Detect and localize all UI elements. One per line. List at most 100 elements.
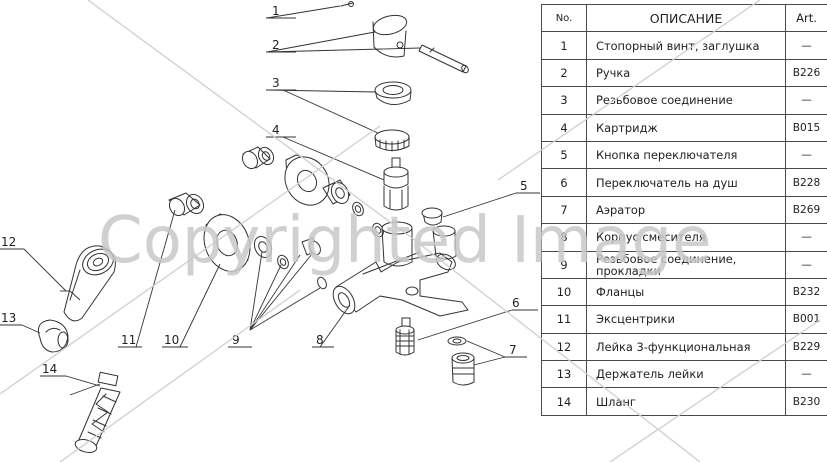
- cell-no: 2: [541, 58, 587, 88]
- cell-art: —: [785, 86, 827, 115]
- part-2-handle: [372, 14, 469, 74]
- svg-text:10: 10: [164, 333, 179, 347]
- cell-no: 8: [541, 223, 587, 252]
- cell-description: Ручка: [586, 58, 786, 88]
- part-5-switch-button: [421, 207, 443, 226]
- cell-no: 12: [541, 332, 587, 362]
- callout-10: 10: [162, 333, 188, 348]
- part-7-aerator: [447, 336, 475, 386]
- cell-description: Стопорный винт, заглушка: [586, 31, 786, 60]
- cell-art: B001: [785, 305, 827, 334]
- part-3-threaded-ring: [374, 81, 412, 105]
- header-art: Art.: [785, 3, 827, 33]
- cell-no: 6: [541, 168, 587, 197]
- svg-text:4: 4: [272, 123, 280, 137]
- cell-description: Кнопка переключателя: [586, 140, 786, 170]
- cell-art: B229: [785, 332, 827, 362]
- callout-13: 13: [0, 311, 41, 334]
- cell-art: B228: [785, 168, 827, 197]
- part-10-flanges: [203, 154, 330, 273]
- parts-table-header: No. ОПИСАНИЕ Art.: [541, 3, 827, 33]
- callout-2: 2: [266, 38, 296, 53]
- cell-art: —: [785, 250, 827, 279]
- cell-art: B269: [785, 195, 827, 225]
- callout-5: 5: [516, 179, 540, 194]
- cell-art: —: [785, 360, 827, 389]
- svg-text:2: 2: [272, 38, 280, 52]
- cell-no: 1: [541, 31, 587, 60]
- cell-art: B015: [785, 113, 827, 142]
- cell-no: 7: [541, 195, 587, 225]
- cell-art: B230: [785, 387, 827, 416]
- cell-no: 14: [541, 387, 587, 416]
- exploded-view-drawing: 1 2 3 4 5 6 7: [0, 1, 540, 453]
- cell-description: Фланцы: [586, 277, 786, 307]
- callout-labels: 1 2 3 4 5 6 7: [0, 4, 540, 387]
- svg-text:7: 7: [509, 343, 517, 357]
- part-1-set-screw: [340, 1, 354, 7]
- callout-6: 6: [512, 296, 538, 311]
- cell-description: Лейка 3-функциональная: [586, 332, 786, 362]
- svg-text:14: 14: [42, 362, 57, 376]
- cell-description: Картридж: [586, 113, 786, 142]
- cell-no: 13: [541, 360, 587, 389]
- svg-text:1: 1: [272, 4, 280, 18]
- header-no: No.: [541, 3, 587, 33]
- cell-description: Держатель лейки: [586, 360, 786, 389]
- cell-description: Шланг: [586, 387, 786, 416]
- callout-3: 3: [266, 76, 296, 91]
- callout-14: 14: [40, 362, 101, 387]
- cell-description: Переключатель на душ: [586, 168, 786, 197]
- part-6-shower-diverter: [395, 317, 415, 356]
- svg-text:13: 13: [1, 311, 16, 325]
- part-13-shower-holder: [37, 319, 69, 353]
- svg-text:3: 3: [272, 76, 280, 90]
- part-11-eccentrics: [168, 146, 275, 217]
- callout-4: 4: [266, 123, 296, 138]
- part-8-mixer-body: [332, 221, 469, 317]
- cell-description: Резьбовое соединение, прокладки: [586, 250, 786, 279]
- svg-text:9: 9: [232, 333, 240, 347]
- callout-8: 8: [312, 333, 334, 348]
- svg-text:11: 11: [121, 333, 136, 347]
- cell-no: 5: [541, 140, 587, 170]
- header-description: ОПИСАНИЕ: [586, 3, 786, 33]
- part-12-shower-head: [63, 245, 116, 322]
- cell-art: B232: [785, 277, 827, 307]
- cell-art: —: [785, 223, 827, 252]
- svg-text:8: 8: [316, 333, 324, 347]
- cell-art: —: [785, 140, 827, 170]
- cell-art: B226: [785, 58, 827, 88]
- cell-no: 10: [541, 277, 587, 307]
- cell-no: 9: [541, 250, 587, 279]
- callout-9: 9: [228, 333, 252, 348]
- cell-description: Резьбовое соединение: [586, 86, 786, 115]
- part-14-hose: [74, 371, 121, 453]
- cell-no: 3: [541, 86, 587, 115]
- svg-text:12: 12: [1, 235, 16, 249]
- cell-description: Эксцентрики: [586, 305, 786, 334]
- callout-12: 12: [0, 235, 67, 292]
- callout-7: 7: [505, 343, 527, 358]
- svg-text:5: 5: [520, 179, 528, 193]
- cell-art: —: [785, 31, 827, 60]
- svg-text:6: 6: [512, 296, 520, 310]
- cell-no: 11: [541, 305, 587, 334]
